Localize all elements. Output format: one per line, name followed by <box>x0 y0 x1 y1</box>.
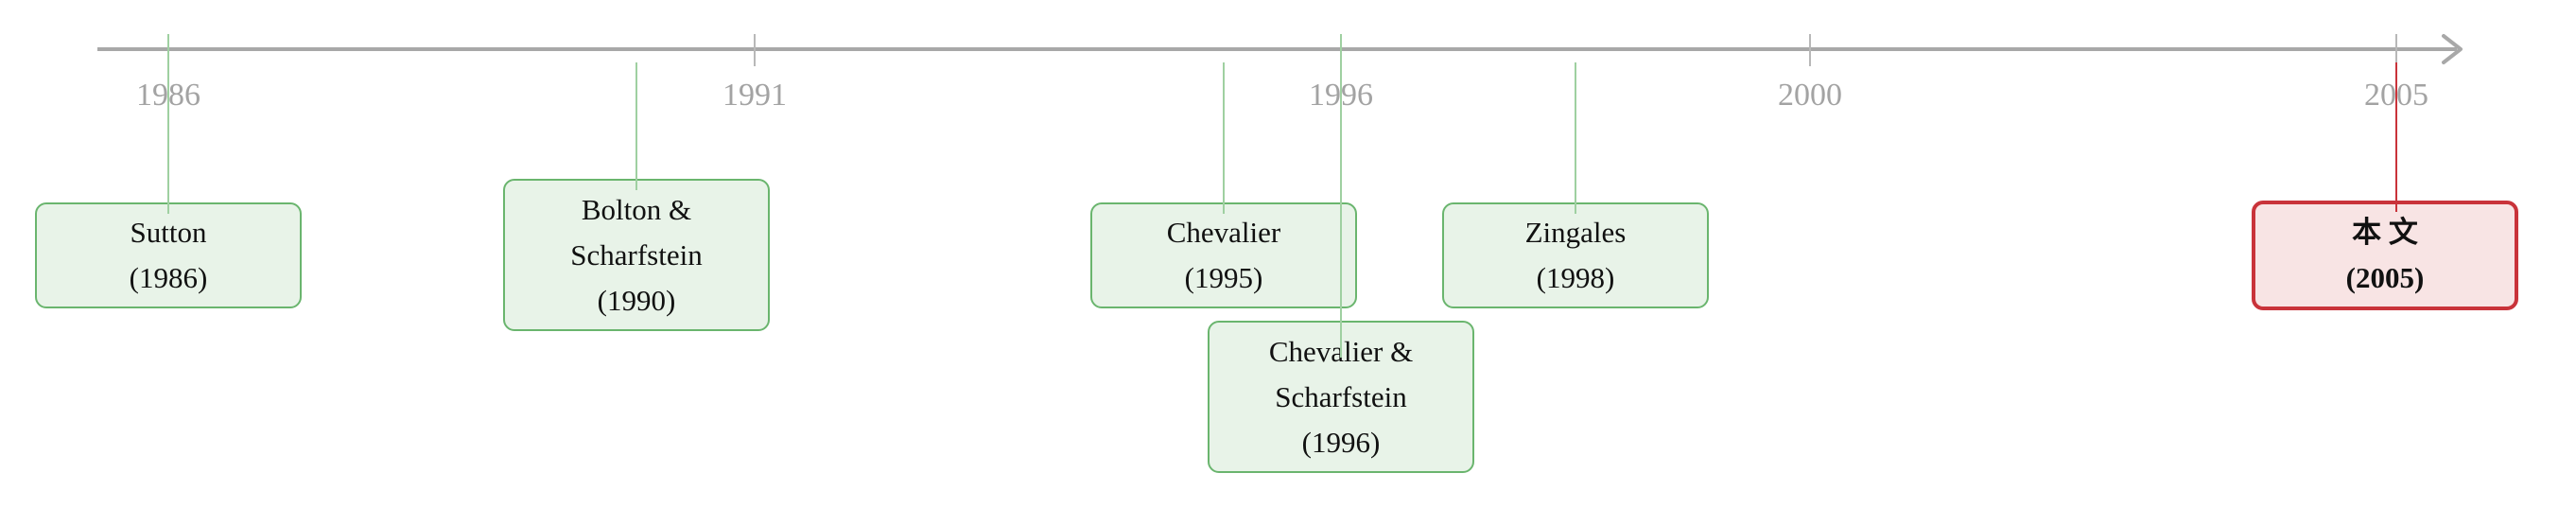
event-line: Sutton <box>130 216 207 249</box>
event-line: 本 文 <box>2352 216 2418 249</box>
event-line: (2005) <box>2345 261 2425 294</box>
tick-label-2000: 2000 <box>1778 78 1842 113</box>
event-line: Scharfstein <box>570 237 703 272</box>
event-line: (1996) <box>1301 425 1381 459</box>
event-box-this-paper: 本 文 (2005) <box>2252 201 2518 310</box>
event-line: (1998) <box>1536 261 1615 294</box>
event-box-sutton: Sutton (1986) <box>35 202 302 308</box>
event-box-bolton-scharfstein: Bolton & Scharfstein (1990) <box>503 179 770 331</box>
event-line: Chevalier <box>1166 216 1281 249</box>
tick-label-2005: 2005 <box>2364 78 2428 113</box>
event-line: Scharfstein <box>1275 379 1407 413</box>
event-box-zingales: Zingales (1998) <box>1442 202 1709 308</box>
event-box-chevalier-scharfstein: Chevalier & Scharfstein (1996) <box>1208 321 1474 473</box>
event-line: (1990) <box>597 283 676 317</box>
event-line: Bolton & <box>581 192 692 226</box>
tick-label-1996: 1996 <box>1309 78 1373 113</box>
tick-label-1986: 1986 <box>136 78 200 113</box>
event-line: (1995) <box>1184 261 1263 294</box>
event-line: (1986) <box>129 261 208 294</box>
axis-arrow-icon <box>2442 34 2463 64</box>
event-line: Chevalier & <box>1268 334 1414 368</box>
event-line: Zingales <box>1524 216 1627 249</box>
tick-label-1991: 1991 <box>722 78 787 113</box>
event-box-chevalier-1995: Chevalier (1995) <box>1090 202 1357 308</box>
